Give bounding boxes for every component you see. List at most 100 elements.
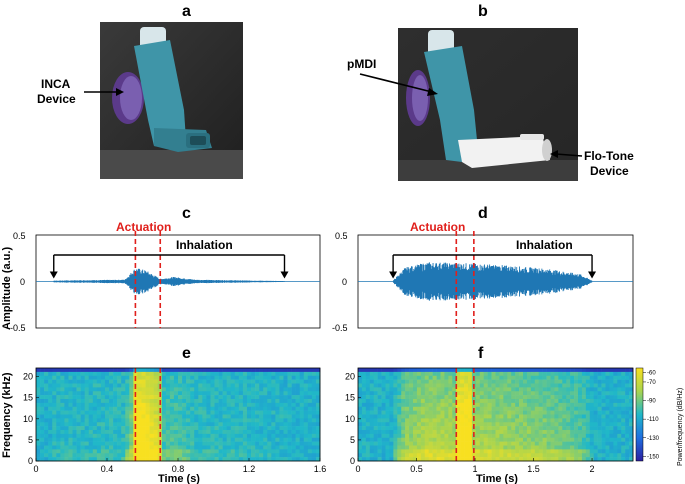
spectrogram-cell [259, 379, 264, 384]
spectrogram-cell [303, 395, 309, 400]
spectrogram-cell [315, 414, 321, 419]
spectrogram-cell [291, 441, 296, 446]
spectrogram-cell [52, 383, 57, 388]
spectrogram-cell [104, 430, 110, 435]
spectrogram-cell [361, 368, 367, 373]
spectrogram-cell [230, 375, 236, 380]
spectrogram-cell [534, 395, 540, 400]
spectrogram-cell [186, 437, 191, 442]
spectrogram-cell [373, 433, 378, 439]
spectrogram-cell [405, 387, 410, 392]
spectrogram-cell [117, 368, 122, 373]
spectrogram-cell [456, 410, 461, 415]
spectrogram-cell [546, 430, 551, 435]
spectrogram-cell [52, 426, 57, 431]
spectrogram-cell [389, 391, 394, 396]
spectrogram-cell [214, 375, 219, 380]
spectrogram-cell [307, 445, 313, 450]
spectrogram-cell [315, 437, 321, 442]
spectrogram-cell [613, 402, 618, 408]
spectrogram-cell [68, 449, 73, 454]
spectrogram-cell [361, 437, 367, 442]
spectrogram-cell [570, 445, 575, 450]
spectrogram-cell [186, 430, 191, 435]
spectrogram-cell [487, 441, 492, 446]
spectrogram-cell [530, 399, 536, 404]
spectrogram-cell [149, 402, 154, 408]
spectrogram-cell [109, 371, 114, 377]
spectrogram-cell [526, 387, 532, 392]
spectrogram-cell [440, 402, 445, 408]
spectrogram-cell [230, 379, 236, 384]
spectrogram-cell [267, 371, 272, 377]
spectrogram-cell [121, 426, 126, 431]
spectrogram-cell [40, 410, 45, 415]
spectrogram-cell [436, 422, 441, 427]
spectrogram-cell [593, 368, 598, 373]
spectrogram-cell [436, 391, 441, 396]
spectrogram-cell [56, 418, 61, 423]
spectrogram-cell [401, 399, 406, 404]
signal-trace [392, 262, 593, 301]
spectrogram-cell [125, 387, 130, 392]
spectrogram-cell [145, 402, 150, 408]
spectrogram-cell [40, 371, 45, 377]
spectrogram-cell [464, 410, 469, 415]
spectrogram-cell [56, 375, 61, 380]
spectrogram-cell [625, 368, 630, 373]
spectrogram-cell [358, 449, 363, 454]
spectrogram-cell [76, 395, 81, 400]
spectrogram-cell [121, 383, 126, 388]
spectrogram-cell [226, 395, 232, 400]
spectrogram-cell [109, 445, 114, 450]
spectrogram-cell [538, 410, 543, 415]
spectrogram-cell [578, 410, 583, 415]
spectrogram-cell [218, 437, 223, 442]
spectrogram-cell [169, 402, 175, 408]
spectrogram-cell [194, 441, 199, 446]
spectrogram-cell [279, 371, 284, 377]
spectrogram-cell [303, 379, 309, 384]
spectrogram-cell [222, 457, 227, 462]
spectrogram-cell [503, 449, 508, 454]
spectrogram-cell [515, 445, 520, 450]
spectrogram-cell [562, 399, 567, 404]
spectrogram-cell [413, 402, 418, 408]
spectrogram-cell [226, 387, 232, 392]
spectrogram-cell [468, 395, 473, 400]
spectrogram-cell [468, 418, 473, 423]
spectrogram-cell [173, 406, 179, 411]
spectrogram-cell [444, 445, 449, 450]
spectrogram-cell [137, 368, 142, 373]
spectrogram-cell [246, 391, 252, 396]
spectrogram-cell [566, 418, 571, 423]
spectrogram-cell [578, 437, 583, 442]
spectrogram-cell [432, 402, 437, 408]
spectrogram-cell [246, 383, 252, 388]
spectrogram-cell [84, 457, 90, 462]
spectrogram-cell [76, 453, 81, 458]
spectrogram-cell [558, 445, 563, 450]
spectrogram-cell [389, 383, 394, 388]
spectrogram-cell [562, 410, 567, 415]
xtick-label: 0.4 [101, 464, 114, 474]
spectrogram-cell [109, 375, 114, 380]
spectrogram-cell [585, 371, 591, 377]
spectrogram-cell [365, 410, 371, 415]
spectrogram-cell [165, 395, 171, 400]
spectrogram-cell [613, 410, 618, 415]
spectrogram-cell [263, 395, 268, 400]
spectrogram-cell [198, 395, 203, 400]
spectrogram-cell [311, 430, 317, 435]
spectrogram-cell [499, 368, 504, 373]
spectrogram-cell [574, 395, 579, 400]
spectrogram-cell [283, 375, 288, 380]
spectrogram-cell [405, 406, 410, 411]
spectrogram-cell [113, 457, 118, 462]
spectrogram-cell [279, 375, 284, 380]
spectrogram-cell [558, 387, 563, 392]
spectrogram-cell [222, 371, 227, 377]
spectrogram-cell [448, 410, 453, 415]
spectrogram-cell [530, 418, 536, 423]
spectrogram-cell [263, 371, 268, 377]
